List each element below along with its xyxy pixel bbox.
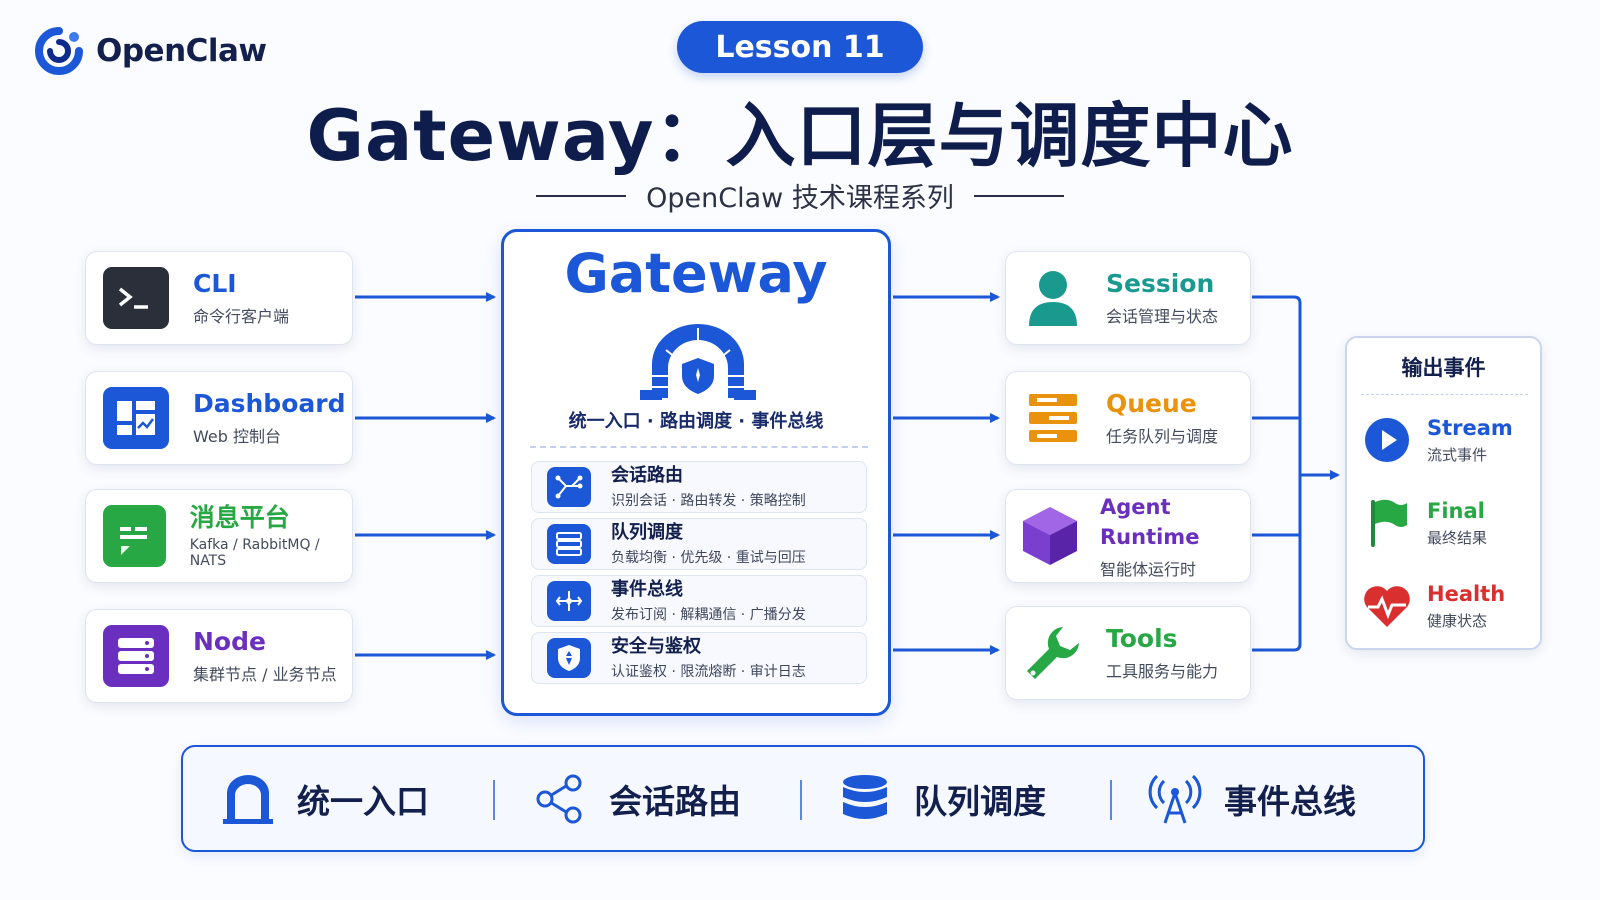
service-card-agent-runtime: Agent Runtime 智能体运行时 <box>1005 489 1251 583</box>
input-title: 消息平台 <box>189 503 290 532</box>
service-desc: 工具服务与能力 <box>1106 662 1219 681</box>
input-card-dashboard: Dashboard Web 控制台 <box>85 371 353 465</box>
gate-icon <box>223 774 273 824</box>
service-desc: 智能体运行时 <box>1100 560 1197 579</box>
output-events-panel: 输出事件 Stream 流式事件 Final 最终结果 Health 健康状态 <box>1345 336 1542 650</box>
input-desc: 集群节点 / 业务节点 <box>193 665 337 684</box>
service-card-session: Session 会话管理与状态 <box>1005 251 1251 345</box>
lesson-badge: Lesson 11 <box>677 21 923 73</box>
feature-session-routing: 会话路由 识别会话 · 路由转发 · 策略控制 <box>531 461 867 513</box>
page-title: Gateway：入口层与调度中心 <box>306 95 1294 177</box>
output-desc: 流式事件 <box>1427 445 1488 464</box>
feature-name: 事件总线 <box>611 578 683 600</box>
gateway-tagline: 统一入口 · 路由调度 · 事件总线 <box>568 411 824 432</box>
subtitle-rule-left <box>536 194 627 197</box>
subtitle: OpenClaw 技术课程系列 <box>520 176 1080 215</box>
footer-item-event-bus: 事件总线 <box>1148 747 1356 850</box>
input-desc: Kafka / RabbitMQ / NATS <box>189 537 320 569</box>
broadcast-icon <box>1148 774 1202 823</box>
output-name: Final <box>1427 498 1485 523</box>
output-name: Health <box>1427 581 1506 606</box>
input-desc: Web 控制台 <box>193 427 281 446</box>
service-title: Queue <box>1106 389 1197 418</box>
service-title: Session <box>1106 269 1215 298</box>
routing-icon <box>547 467 591 507</box>
feature-queue-scheduling: 队列调度 负载均衡 · 优先级 · 重试与回压 <box>531 518 867 570</box>
footer-item-entry: 统一入口 <box>221 747 429 850</box>
cube-icon <box>1020 503 1080 569</box>
feature-security-auth: 安全与鉴权 认证鉴权 · 限流熔断 · 审计日志 <box>531 632 867 684</box>
input-title: CLI <box>193 269 237 298</box>
brand-logo: OpenClaw <box>34 26 267 76</box>
user-icon <box>1020 265 1086 331</box>
shield-icon <box>547 638 591 678</box>
gateway-panel: Gateway 统一入口 · 路由调度 · 事件总线 会话路由 识别会话 · 路… <box>501 229 891 716</box>
input-desc: 命令行客户端 <box>193 307 290 326</box>
flag-icon <box>1361 497 1413 549</box>
footer-label: 队列调度 <box>914 781 1046 821</box>
terminal-icon <box>103 267 169 329</box>
brand-name: OpenClaw <box>96 33 267 69</box>
feature-name: 会话路由 <box>611 464 683 486</box>
service-desc: 任务队列与调度 <box>1106 427 1219 446</box>
feature-desc: 识别会话 · 路由转发 · 策略控制 <box>611 492 806 509</box>
feature-desc: 发布订阅 · 解耦通信 · 广播分发 <box>611 606 806 623</box>
footer-separator <box>1110 780 1112 820</box>
footer-item-routing: 会话路由 <box>533 747 741 850</box>
wrench-icon <box>1020 620 1086 686</box>
heart-icon <box>1361 580 1413 632</box>
merge-bracket <box>1252 295 1302 652</box>
service-card-queue: Queue 任务队列与调度 <box>1005 371 1251 465</box>
feature-desc: 负载均衡 · 优先级 · 重试与回压 <box>611 549 806 566</box>
subtitle-text: OpenClaw 技术课程系列 <box>646 183 954 214</box>
input-card-message: 消息平台 Kafka / RabbitMQ / NATS <box>85 489 353 583</box>
input-title: Dashboard <box>193 389 346 418</box>
input-card-node: Node 集群节点 / 业务节点 <box>85 609 353 703</box>
input-card-cli: CLI 命令行客户端 <box>85 251 353 345</box>
output-item-final: Final 最终结果 <box>1361 493 1536 553</box>
output-name: Stream <box>1427 415 1513 440</box>
output-item-health: Health 健康状态 <box>1361 576 1536 636</box>
openclaw-logo-icon <box>35 27 83 75</box>
footer-label: 会话路由 <box>609 781 741 821</box>
feature-desc: 认证鉴权 · 限流熔断 · 审计日志 <box>611 663 806 680</box>
dashboard-icon <box>103 387 169 449</box>
nodes-icon <box>536 774 582 823</box>
subtitle-rule-right <box>973 194 1064 197</box>
footer-separator <box>800 780 802 820</box>
feature-name: 队列调度 <box>611 521 683 543</box>
event-bus-icon <box>547 581 591 621</box>
service-desc: 会话管理与状态 <box>1106 307 1219 326</box>
service-title: Agent Runtime <box>1100 495 1200 549</box>
footer-item-queue: 队列调度 <box>838 747 1046 850</box>
service-title: Tools <box>1106 624 1178 653</box>
play-icon <box>1361 414 1413 466</box>
queue-list-icon <box>547 524 591 564</box>
queue-icon <box>1020 385 1086 451</box>
output-divider <box>1361 394 1528 395</box>
feature-summary-bar: 统一入口 会话路由 队列调度 事件总线 <box>181 745 1425 852</box>
database-icon <box>843 774 887 819</box>
gateway-title: Gateway <box>564 242 828 305</box>
input-title: Node <box>193 627 266 656</box>
message-icon <box>103 505 166 567</box>
output-item-stream: Stream 流式事件 <box>1361 410 1536 470</box>
feature-event-bus: 事件总线 发布订阅 · 解耦通信 · 广播分发 <box>531 575 867 627</box>
service-card-tools: Tools 工具服务与能力 <box>1005 606 1251 700</box>
output-title: 输出事件 <box>1401 356 1486 380</box>
output-desc: 健康状态 <box>1427 611 1488 630</box>
footer-label: 统一入口 <box>297 781 429 821</box>
server-icon <box>103 625 169 687</box>
footer-separator <box>493 780 495 820</box>
output-desc: 最终结果 <box>1427 528 1488 547</box>
gateway-divider <box>530 446 868 448</box>
feature-name: 安全与鉴权 <box>611 635 701 657</box>
gateway-shield-icon <box>640 324 756 400</box>
footer-label: 事件总线 <box>1224 781 1356 821</box>
